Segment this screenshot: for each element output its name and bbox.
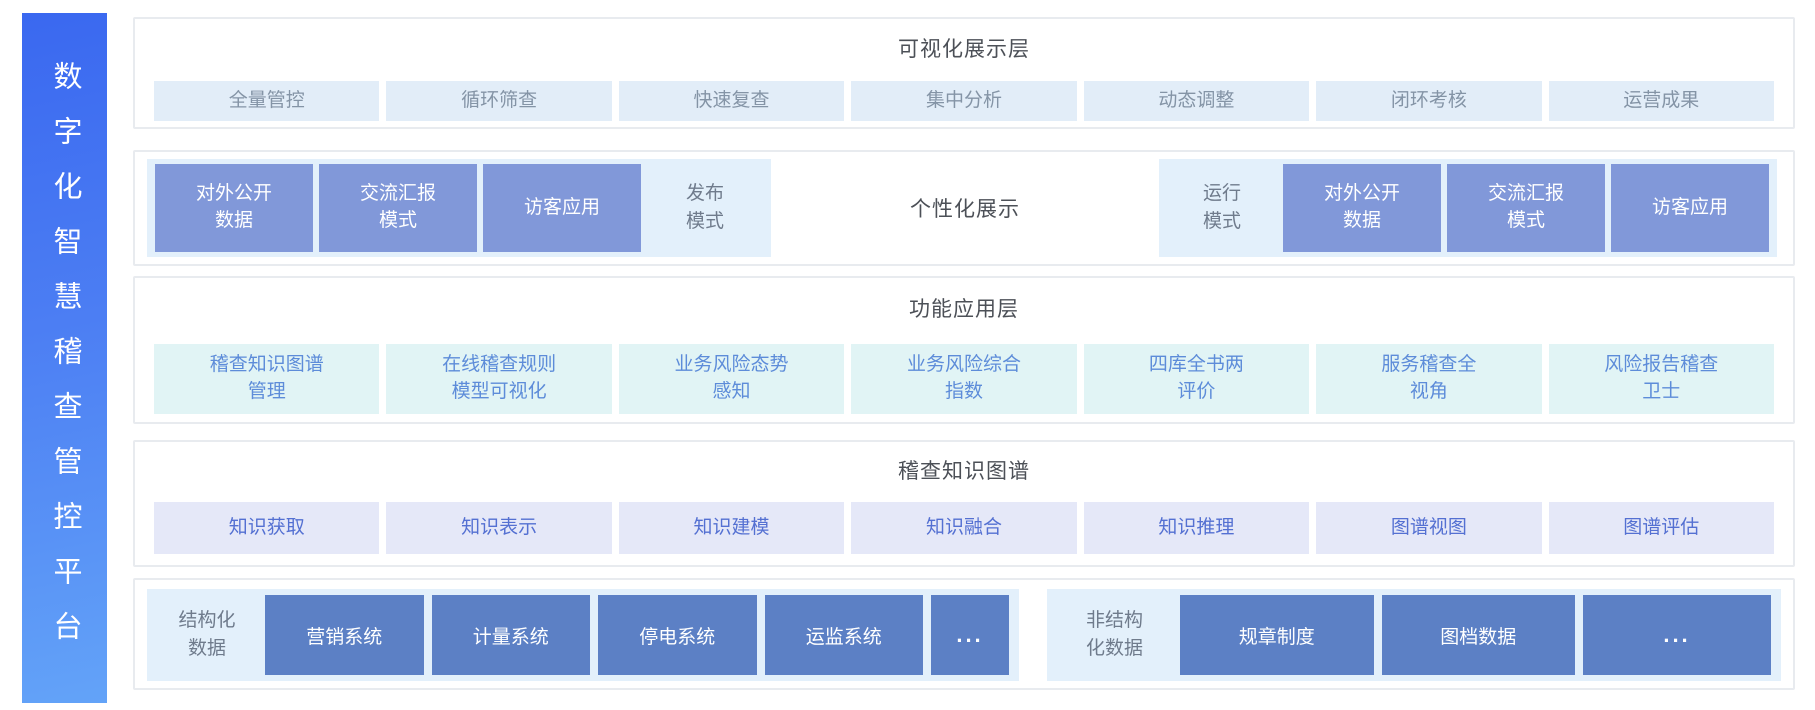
knowledge-items-row: 知识获取 知识表示 知识建模 知识融合 知识推理 图谱视图 图谱评估 — [154, 502, 1774, 554]
run-mode-label: 运行 模式 — [1202, 182, 1241, 233]
viz-item-bihuankaohe: 闭环考核 — [1316, 81, 1542, 121]
run-box-exchange-report: 交流汇报 模式 — [1447, 164, 1605, 252]
func-item-service-view: 服务稽查全 视角 — [1316, 344, 1542, 414]
card-data-sources: 结构化 数据 营销系统 计量系统 停电系统 运监系统 ... 非结构 化数据 规… — [133, 578, 1795, 690]
ds-box-outage-system: 停电系统 — [598, 595, 757, 675]
card-function-layer: 功能应用层 稽查知识图谱 管理 在线稽查规则 模型可视化 业务风险态势 感知 业… — [133, 276, 1795, 424]
ds-box-drawing-archive-data: 图档数据 — [1381, 595, 1575, 675]
card-visualization-layer: 可视化展示层 全量管控 循环筛查 快速复查 集中分析 动态调整 闭环考核 运营成… — [133, 17, 1795, 129]
kg-item-graph-evaluation: 图谱评估 — [1548, 502, 1774, 554]
run-mode-group: 运行 模式 对外公开 数据 交流汇报 模式 访客应用 — [1159, 159, 1777, 257]
function-layer-title: 功能应用层 — [909, 298, 1019, 321]
ds-box-operation-monitor-system: 运监系统 — [764, 595, 923, 675]
ds-box-marketing-system: 营销系统 — [265, 595, 424, 675]
kg-item-reasoning: 知识推理 — [1083, 502, 1310, 554]
kg-item-graph-view: 图谱视图 — [1316, 502, 1542, 554]
personalized-display-label: 个性化展示 — [910, 198, 1020, 221]
func-item-siku-evaluation: 四库全书两 评价 — [1083, 344, 1310, 414]
publish-box-exchange-report: 交流汇报 模式 — [319, 164, 477, 252]
func-item-risk-report-guard: 风险报告稽查 卫士 — [1548, 344, 1774, 414]
ds-box-metering-system: 计量系统 — [431, 595, 590, 675]
func-item-kg-management: 稽查知识图谱 管理 — [154, 344, 380, 414]
publish-box-visitor-app: 访客应用 — [483, 164, 641, 252]
kg-item-modeling: 知识建模 — [618, 502, 845, 554]
func-item-online-rules: 在线稽查规则 模型可视化 — [386, 344, 612, 414]
run-box-visitor-app: 访客应用 — [1611, 164, 1769, 252]
visualization-items-row: 全量管控 循环筛查 快速复查 集中分析 动态调整 闭环考核 运营成果 — [154, 81, 1774, 121]
platform-banner: 数字化智慧稽查管控平台 — [22, 13, 107, 703]
card-knowledge-graph: 稽查知识图谱 知识获取 知识表示 知识建模 知识融合 知识推理 图谱视图 图谱评… — [133, 440, 1795, 567]
viz-item-xunhuanshaicha: 循环筛查 — [386, 81, 612, 121]
func-item-risk-situation: 业务风险态势 感知 — [618, 344, 845, 414]
knowledge-graph-title: 稽查知识图谱 — [898, 460, 1030, 483]
viz-item-quanliangguankong: 全量管控 — [154, 81, 380, 121]
ds-box-unstructured-more: ... — [1583, 595, 1771, 675]
kg-item-representation: 知识表示 — [386, 502, 612, 554]
viz-item-jizhongfenxi: 集中分析 — [851, 81, 1077, 121]
publish-mode-group: 对外公开 数据 交流汇报 模式 访客应用 发布 模式 — [147, 159, 771, 257]
structured-data-label: 结构化 数据 — [178, 609, 236, 660]
func-item-risk-index: 业务风险综合 指数 — [851, 344, 1077, 414]
kg-item-acquisition: 知识获取 — [154, 502, 380, 554]
structured-data-group: 结构化 数据 营销系统 计量系统 停电系统 运监系统 ... — [147, 589, 1019, 681]
unstructured-data-label: 非结构 化数据 — [1085, 609, 1143, 660]
ds-box-rules-regulations: 规章制度 — [1180, 595, 1374, 675]
visualization-layer-title: 可视化展示层 — [898, 38, 1030, 61]
ellipsis-label: ... — [956, 622, 984, 647]
ellipsis-label: ... — [1663, 622, 1691, 647]
publish-box-public-data: 对外公开 数据 — [155, 164, 313, 252]
run-box-public-data: 对外公开 数据 — [1283, 164, 1441, 252]
publish-mode-label: 发布 模式 — [685, 182, 724, 233]
platform-title: 数字化智慧稽查管控平台 — [49, 61, 81, 666]
function-items-row: 稽查知识图谱 管理 在线稽查规则 模型可视化 业务风险态势 感知 业务风险综合 … — [154, 344, 1774, 414]
viz-item-kuaisufucha: 快速复查 — [618, 81, 845, 121]
viz-item-dongtaitiaozheng: 动态调整 — [1083, 81, 1310, 121]
card-display-modes: 对外公开 数据 交流汇报 模式 访客应用 发布 模式 个性化展示 运行 模式 对… — [133, 150, 1795, 266]
ds-box-structured-more: ... — [931, 595, 1009, 675]
viz-item-yunyingchengguo: 运营成果 — [1548, 81, 1774, 121]
unstructured-data-group: 非结构 化数据 规章制度 图档数据 ... — [1047, 589, 1781, 681]
kg-item-fusion: 知识融合 — [851, 502, 1077, 554]
